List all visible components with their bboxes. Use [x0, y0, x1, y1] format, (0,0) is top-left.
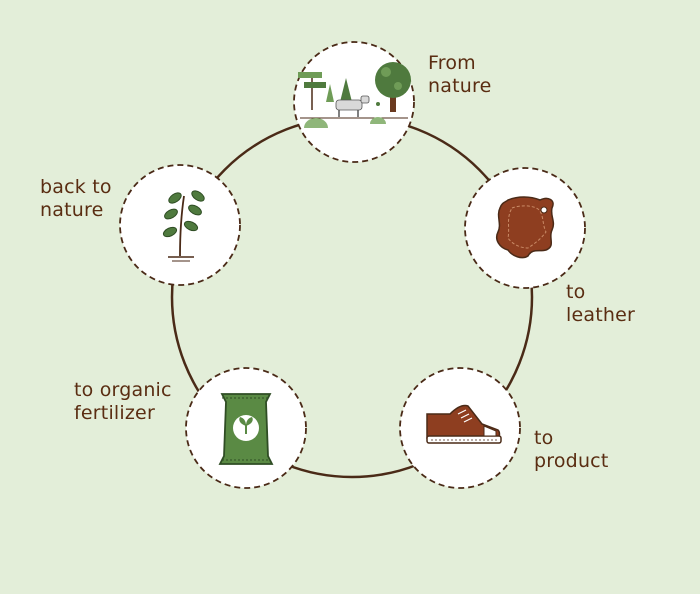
step-label-fertilizer: to organic fertilizer	[74, 379, 172, 425]
leather-hide-icon	[496, 196, 555, 259]
landscape-cow-icon	[298, 62, 411, 128]
step-node-fertilizer	[185, 367, 307, 489]
step-node-product	[399, 367, 521, 489]
step-label-back: back to nature	[40, 176, 112, 222]
step-label-line: back to	[40, 176, 112, 198]
step-label-line: product	[534, 450, 609, 472]
step-label-line: to organic	[74, 379, 172, 401]
step-node-back	[119, 164, 241, 286]
step-node-leather	[464, 167, 586, 289]
step-label-line: to	[534, 427, 554, 449]
step-label-line: fertilizer	[74, 402, 155, 424]
step-label-leather: to leather	[566, 281, 635, 327]
plant-sprout-icon	[162, 190, 205, 262]
step-label-line: to	[566, 281, 586, 303]
step-label-line: From	[428, 52, 476, 74]
step-label-line: leather	[566, 304, 636, 326]
fertilizer-bag-icon	[218, 393, 274, 465]
step-label-nature: From nature	[428, 52, 491, 98]
step-label-product: to product	[534, 427, 608, 473]
shoe-icon	[426, 404, 502, 444]
step-node-nature	[293, 41, 415, 163]
step-label-line: nature	[40, 199, 104, 221]
step-label-line: nature	[428, 75, 492, 97]
